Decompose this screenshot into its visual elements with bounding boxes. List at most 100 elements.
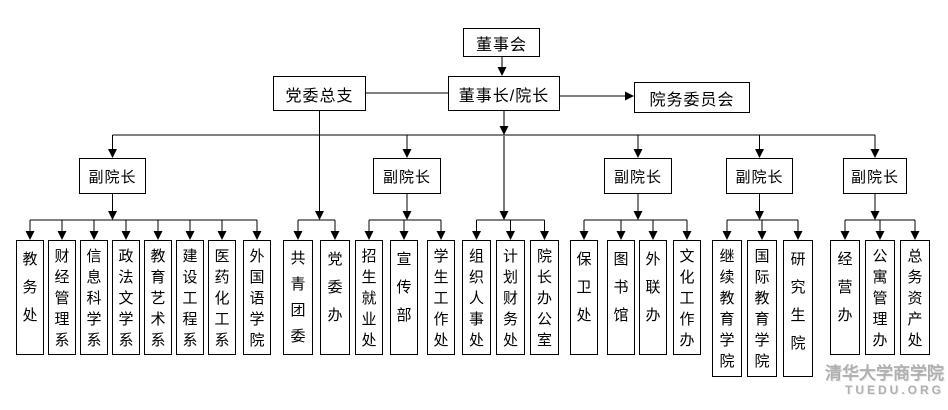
- department-box-char: 国: [754, 248, 770, 265]
- department-box-char: 育: [754, 311, 770, 328]
- department-box-char: 化: [214, 290, 230, 307]
- department-box-char: 学: [433, 248, 449, 265]
- department-box-char: 处: [361, 332, 377, 349]
- department-box-char: 工: [433, 290, 449, 307]
- department-box-char: 事: [468, 311, 484, 328]
- department-box-char: 学: [86, 311, 102, 328]
- node-chairman-president: 董事长/院长: [448, 76, 560, 111]
- department-box-char: 生: [433, 269, 449, 286]
- department-box-char: 续: [719, 269, 735, 286]
- watermark: 清华大学商学院 TUEDU.ORG: [820, 364, 944, 397]
- department-box-char: 处: [468, 332, 484, 349]
- department-box-char: 生: [790, 307, 806, 324]
- vice-president-box: 副院长: [843, 158, 907, 194]
- vice-president-box: 副院长: [604, 158, 672, 194]
- department-box: 组织人事处: [462, 240, 491, 355]
- node-chairman-president-label: 董事长/院长: [458, 87, 550, 105]
- department-box-char: 处: [907, 332, 923, 349]
- department-box-char: 办: [327, 307, 343, 324]
- department-box: 教育艺术系: [144, 240, 172, 355]
- department-box-char: 总: [907, 248, 923, 265]
- department-box-char: 化: [679, 269, 695, 286]
- department-box-char: 生: [361, 269, 377, 286]
- department-box: 学生工作处: [427, 240, 455, 355]
- department-box-char: 公: [536, 311, 552, 328]
- department-box-char: 继: [719, 248, 735, 265]
- department-box-char: 作: [433, 311, 449, 328]
- department-box-char: 育: [150, 269, 166, 286]
- department-box-char: 科: [86, 290, 102, 307]
- department-box-char: 宣: [396, 251, 412, 268]
- department-box-char: 办: [536, 290, 552, 307]
- department-box-char: 处: [576, 307, 592, 324]
- department-box-char: 作: [679, 311, 695, 328]
- department-box-char: 际: [754, 269, 770, 286]
- department-box-char: 政: [118, 248, 134, 265]
- department-box-char: 建: [182, 248, 198, 265]
- department-box-char: 工: [679, 290, 695, 307]
- department-box: 经营办: [830, 240, 860, 355]
- department-box: 总务资产处: [900, 240, 930, 355]
- department-box-char: 务: [907, 269, 923, 286]
- department-box-char: 程: [182, 311, 198, 328]
- node-party-branch: 党委总支: [273, 76, 366, 111]
- department-box-char: 经: [837, 251, 853, 268]
- department-box-char: 处: [502, 332, 518, 349]
- department-box-char: 资: [907, 290, 923, 307]
- department-box-char: 共: [290, 250, 306, 267]
- department-box-char: 计: [502, 248, 518, 265]
- department-box-char: 团: [290, 302, 306, 319]
- department-box-char: 管: [872, 290, 888, 307]
- vice-president-box: 副院长: [726, 158, 793, 194]
- department-box-char: 公: [872, 248, 888, 265]
- department-box-char: 划: [502, 269, 518, 286]
- department-box: 研究生院: [783, 240, 813, 377]
- department-box-char: 织: [468, 269, 484, 286]
- department-box-char: 保: [576, 251, 592, 268]
- department-box: 建设工程系: [176, 240, 204, 355]
- department-box-char: 管: [54, 290, 70, 307]
- department-box: 继续教育学院: [712, 240, 742, 377]
- department-box-char: 人: [468, 290, 484, 307]
- department-box: 宣传部: [390, 240, 418, 355]
- department-box-char: 系: [150, 332, 166, 349]
- department-box-char: 系: [214, 332, 230, 349]
- department-box-char: 办: [837, 307, 853, 324]
- department-box-char: 教: [754, 290, 770, 307]
- department-box-char: 青: [290, 276, 306, 293]
- department-box: 计划财务处: [496, 240, 525, 355]
- department-box-char: 图: [613, 251, 629, 268]
- department-box-char: 外: [645, 251, 661, 268]
- node-council: 院务委员会: [634, 82, 750, 113]
- department-box-char: 理: [872, 311, 888, 328]
- department-box: 财经管理系: [48, 240, 76, 355]
- department-box-char: 就: [361, 290, 377, 307]
- department-box-char: 部: [396, 307, 412, 324]
- department-box-char: 传: [396, 279, 412, 296]
- department-box-char: 工: [182, 290, 198, 307]
- department-box-char: 财: [54, 248, 70, 265]
- department-box-char: 医: [214, 248, 230, 265]
- department-box-char: 息: [86, 269, 102, 286]
- watermark-url: TUEDU.ORG: [845, 382, 944, 397]
- department-box-char: 学: [754, 332, 770, 349]
- department-box-char: 工: [214, 311, 230, 328]
- department-box: 文化工作办: [673, 240, 701, 355]
- department-box-char: 外: [249, 248, 265, 265]
- department-box-char: 国: [249, 269, 265, 286]
- department-box: 保卫处: [570, 240, 598, 355]
- department-box-char: 教: [150, 248, 166, 265]
- department-box-char: 语: [249, 290, 265, 307]
- department-box-char: 委: [327, 279, 343, 296]
- department-box: 外国语学院: [243, 240, 271, 355]
- department-box: 公寓管理办: [865, 240, 895, 355]
- department-box: 院长办公室: [530, 240, 559, 355]
- department-box: 教务处: [16, 240, 44, 355]
- department-box-char: 学: [249, 311, 265, 328]
- department-box-char: 处: [433, 332, 449, 349]
- department-box: 政法文学系: [112, 240, 140, 355]
- department-box-char: 教: [719, 290, 735, 307]
- department-box-char: 办: [872, 332, 888, 349]
- department-box-char: 办: [679, 332, 695, 349]
- department-box-char: 育: [719, 311, 735, 328]
